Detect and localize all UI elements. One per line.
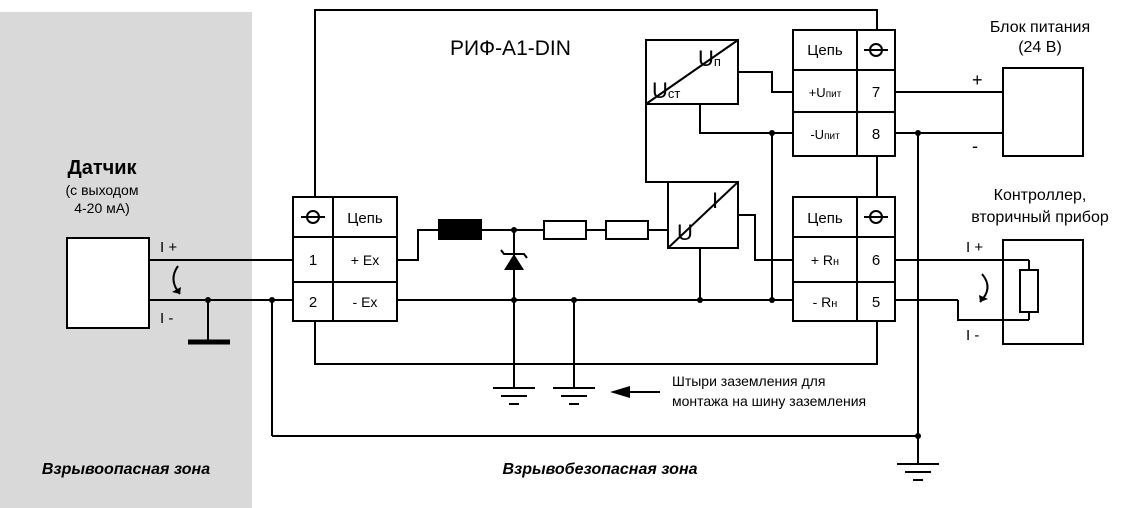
sensor-label-minus: I - xyxy=(160,310,173,327)
power-supply-title-2: (24 В) xyxy=(1018,39,1062,56)
safe-zone-label: Взрывобезопасная зона xyxy=(502,461,697,478)
controller-label-plus: I + xyxy=(966,239,983,256)
terminal-8-label: -Uпит xyxy=(810,127,840,142)
power-supply-plus: + xyxy=(972,70,983,90)
terminal-1-number: 1 xyxy=(309,252,317,269)
terminal-2-number: 2 xyxy=(309,294,317,311)
zener-diode-icon xyxy=(500,249,528,270)
power-supply-box xyxy=(1002,67,1084,157)
sensor-label-plus: I + xyxy=(160,239,177,256)
power-supply-minus: - xyxy=(972,136,978,156)
terminal-block-power: Цепь +Uпит 7 -Uпит 8 xyxy=(792,29,896,157)
terminal-block-input: Цепь 1 + Ex 2 - Ex xyxy=(292,196,398,322)
sensor-box xyxy=(66,237,150,329)
terminal-clamp-icon xyxy=(864,43,888,57)
power-block-header: Цепь xyxy=(807,42,843,59)
resistor-icon xyxy=(543,220,587,240)
terminal-6-number: 6 xyxy=(872,252,880,269)
load-resistor-icon xyxy=(1019,269,1039,313)
signal-converter-in-label: U xyxy=(677,220,693,245)
controller-title-1: Контроллер, xyxy=(994,187,1087,204)
sensor-current-arrow-icon xyxy=(172,265,181,295)
controller-current-arrow-icon xyxy=(979,273,989,303)
power-converter: Uп Uст xyxy=(645,39,739,105)
sensor-title: Датчик xyxy=(67,157,137,179)
power-converter-out-label: Uп xyxy=(698,46,721,71)
controller-box xyxy=(1002,239,1084,345)
terminal-7-number: 7 xyxy=(872,84,880,101)
fuse-element xyxy=(438,219,482,240)
signal-converter: U I xyxy=(667,181,739,249)
sensor-subtitle-2: 4-20 мА) xyxy=(74,200,130,216)
ground-icon xyxy=(553,387,595,405)
power-supply-title-1: Блок питания xyxy=(990,19,1090,36)
terminal-6-label: + Rн xyxy=(811,252,839,268)
controller-title-2: вторичный прибор xyxy=(971,209,1109,226)
input-block-header: Цепь xyxy=(347,210,383,227)
terminal-1-label: + Ex xyxy=(351,252,379,268)
device-enclosure xyxy=(314,9,878,365)
ground-note-line1: Штыри заземления для xyxy=(672,373,825,389)
terminal-clamp-icon xyxy=(864,210,888,224)
ground-icon xyxy=(493,387,535,405)
terminal-clamp-icon xyxy=(301,210,325,224)
terminal-5-number: 5 xyxy=(872,294,880,311)
arrow-left-icon xyxy=(610,386,660,398)
sensor-subtitle-1: (с выходом xyxy=(66,182,139,198)
output-block-header: Цепь xyxy=(807,210,843,227)
hazardous-zone-label: Взрывоопасная зона xyxy=(42,461,210,478)
ground-note-line2: монтажа на шину заземления xyxy=(672,393,866,409)
controller-label-minus: I - xyxy=(966,327,979,344)
terminal-block-output: Цепь + Rн 6 - Rн 5 xyxy=(792,196,896,322)
signal-converter-out-label: I xyxy=(712,188,718,213)
terminal-5-label: - Rн xyxy=(813,294,838,310)
resistor-icon xyxy=(605,220,649,240)
terminal-7-label: +Uпит xyxy=(809,85,842,100)
device-title: РИФ-А1-DIN xyxy=(450,37,571,60)
terminal-8-number: 8 xyxy=(872,126,880,143)
ground-icon xyxy=(897,463,939,481)
power-converter-in-label: Uст xyxy=(652,78,680,103)
terminal-2-label: - Ex xyxy=(353,294,378,310)
